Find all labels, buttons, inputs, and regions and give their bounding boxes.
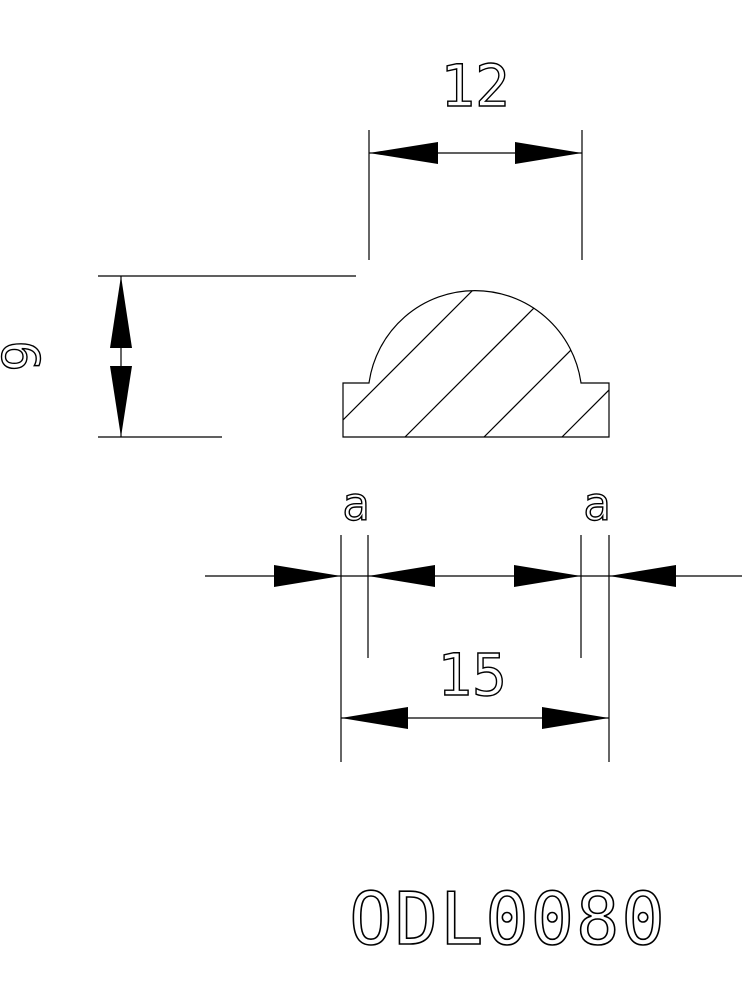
arrowhead-left — [341, 707, 408, 729]
step-dimensions: a a — [205, 476, 742, 762]
arrowhead-bottom — [110, 366, 132, 437]
arrowhead-left — [369, 142, 438, 164]
arrowhead — [609, 565, 676, 587]
profile-section — [342, 289, 610, 438]
arrowhead-top — [110, 276, 132, 348]
profile-outline — [342, 289, 610, 438]
left-step-label: a — [342, 477, 370, 531]
height-dimension: 9 — [0, 275, 356, 438]
right-step-label: a — [583, 477, 611, 531]
bottom-width-dimension: 15 — [341, 640, 609, 729]
top-width-dimension: 12 — [368, 51, 583, 260]
arrowhead — [514, 565, 581, 587]
arrowhead-right — [542, 707, 609, 729]
hatching — [343, 290, 609, 437]
bottom-width-label: 15 — [437, 641, 507, 709]
height-label: 9 — [0, 340, 53, 371]
arrowhead — [274, 565, 341, 587]
top-width-label: 12 — [440, 52, 510, 120]
arrowhead-right — [515, 142, 582, 164]
arrowhead — [368, 565, 435, 587]
part-code-label: ODL0080 — [349, 877, 666, 961]
